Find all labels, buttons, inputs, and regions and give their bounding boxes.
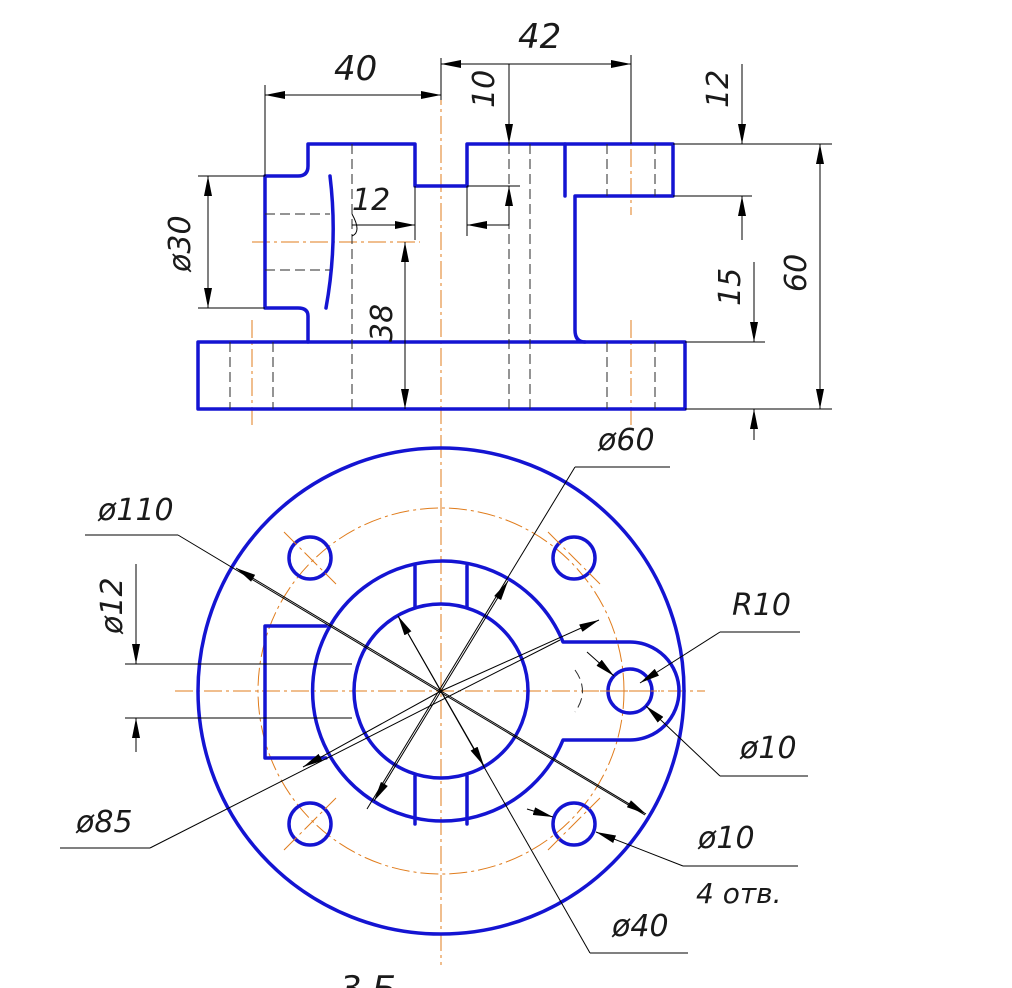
dim-diameter-10-holes: ø10 [697, 821, 755, 856]
top-view: ø60 ø110 ø12 R10 ø10 ø85 ø10 4 отв. ø40 [60, 423, 808, 965]
dim-diameter-12: ø12 [95, 577, 130, 635]
dim-radius-10: R10 [732, 588, 791, 623]
dim-diameter-60: ø60 [597, 423, 655, 458]
bolt-hole-bottom-left [287, 801, 333, 847]
bolt-hole-bottom-right [551, 801, 597, 847]
boss-with-lug [310, 559, 681, 823]
flange-outer-circle [196, 446, 686, 936]
bolt-hole-top-left [287, 535, 333, 581]
dim-60: 60 [779, 254, 814, 292]
top-view-hole-centerlines [283, 531, 660, 851]
bolt-hole-top-right [551, 535, 597, 581]
dim-12-slot: 12 [352, 183, 390, 218]
top-view-dimension-lines [60, 466, 808, 954]
top-view-hidden-lines [265, 663, 583, 719]
dim-38: 38 [365, 304, 400, 342]
front-view-outline [196, 142, 687, 411]
dim-42: 42 [518, 17, 561, 57]
dim-diameter-40: ø40 [611, 909, 669, 944]
front-view-dimension-lines [198, 55, 832, 440]
dim-15: 15 [713, 268, 748, 306]
top-view-centerlines [175, 440, 705, 965]
dim-diameter-85: ø85 [75, 805, 133, 840]
footer-fragment: 3 Б [340, 969, 396, 988]
front-view-hidden-lines [229, 144, 656, 409]
dim-diameter-10-lug: ø10 [739, 731, 797, 766]
dim-40: 40 [334, 49, 377, 89]
dim-10-depth: 10 [467, 70, 502, 108]
front-view: 40 42 10 12 12 ø30 38 15 60 [163, 17, 832, 440]
top-view-dimension-labels: ø60 ø110 ø12 R10 ø10 ø85 ø10 4 отв. ø40 [75, 423, 797, 944]
top-view-outline [196, 446, 686, 936]
bore-circle [352, 602, 530, 780]
dim-diameter-30: ø30 [163, 215, 198, 273]
dim-diameter-110: ø110 [97, 493, 174, 528]
side-boss [263, 624, 328, 760]
front-view-dimension-labels: 40 42 10 12 12 ø30 38 15 60 [163, 17, 814, 342]
dim-12-top: 12 [701, 70, 736, 108]
holes-count-note: 4 отв. [696, 877, 782, 910]
